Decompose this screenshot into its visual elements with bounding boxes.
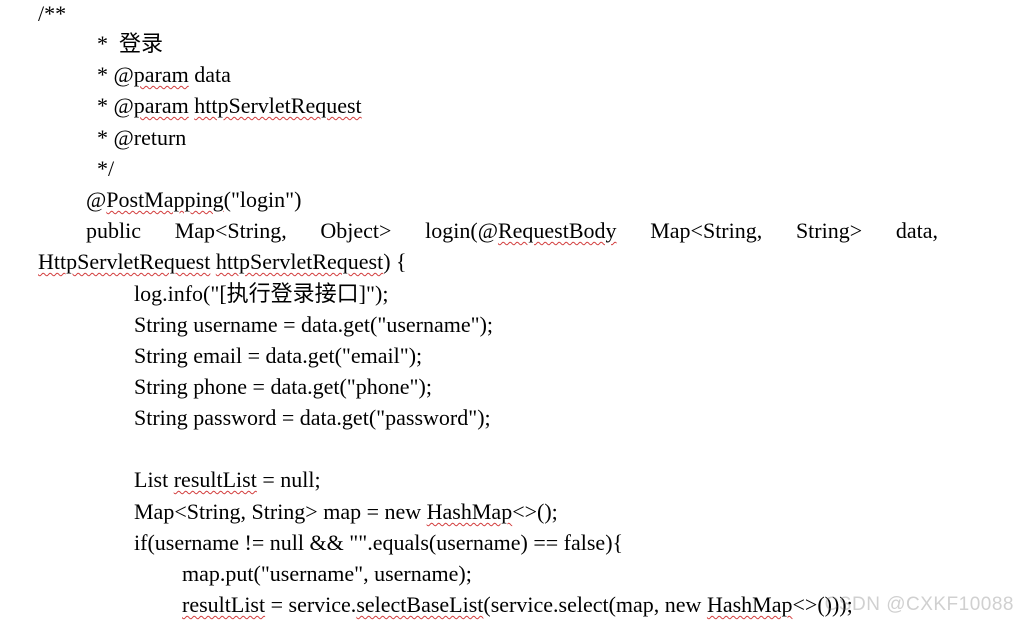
token: data, (895, 218, 938, 243)
text: Map<String, String> map = new (134, 499, 427, 524)
text: data (188, 62, 231, 87)
text: ("login") (223, 187, 302, 212)
text: * @ (97, 62, 134, 87)
code-username: String username = data.get("username"); (134, 312, 494, 337)
text: param (133, 62, 189, 87)
text: httpServletRequest (194, 93, 362, 118)
text: PostMapping (106, 187, 224, 212)
text: HttpServletRequest (38, 249, 211, 274)
method-signature-line: public Map<String, Object> login(@Reques… (86, 217, 938, 245)
text: resultList (173, 467, 257, 492)
text: selectBaseList (356, 592, 484, 617)
text: * @ (97, 93, 134, 118)
text: ) { (383, 249, 407, 274)
token: login(@RequestBody (425, 217, 616, 245)
text: (service.select(map, new (483, 592, 707, 617)
code-email: String email = data.get("email"); (134, 343, 423, 368)
comment-param-data: * @param data (97, 61, 231, 89)
text: httpServletRequest (215, 249, 384, 274)
comment-open: /** (38, 1, 67, 26)
watermark-text: CSDN @CXKF10088 (824, 594, 1014, 615)
token: String> (795, 218, 863, 243)
code-password: String password = data.get("password"); (134, 405, 491, 430)
token: Map<String, (650, 218, 763, 243)
comment-return: * @return (97, 125, 187, 150)
annotation-postmapping: @PostMapping("login") (86, 186, 301, 214)
method-signature-continuation: HttpServletRequest httpServletRequest) { (38, 248, 407, 276)
code-map-decl: Map<String, String> map = new HashMap<>(… (134, 498, 558, 526)
text: @ (86, 187, 107, 212)
code-map-put: map.put("username", username); (182, 561, 472, 586)
code-if-username: if(username != null && "".equals(usernam… (134, 530, 624, 555)
token: Object> (320, 218, 392, 243)
text: resultList (182, 592, 266, 617)
comment-close: */ (97, 156, 115, 181)
text: HashMap (426, 499, 513, 524)
text: HashMap (706, 592, 793, 617)
token: public (86, 218, 141, 243)
text: param (133, 93, 189, 118)
code-select-base-list: resultList = service.selectBaseList(serv… (182, 591, 853, 619)
text: RequestBody (497, 218, 617, 243)
code-log-info: log.info("[执行登录接口]"); (134, 281, 389, 306)
text: = service. (265, 592, 357, 617)
text: List (134, 467, 174, 492)
code-result-list: List resultList = null; (134, 466, 321, 494)
comment-param-request: * @param httpServletRequest (97, 92, 362, 120)
code-phone: String phone = data.get("phone"); (134, 374, 432, 399)
text: <>(); (512, 499, 558, 524)
text: login(@ (425, 218, 498, 243)
comment-login: * 登录 (97, 31, 164, 56)
text: = null; (256, 467, 321, 492)
text: <>())); (792, 592, 853, 617)
token: Map<String, (174, 218, 287, 243)
